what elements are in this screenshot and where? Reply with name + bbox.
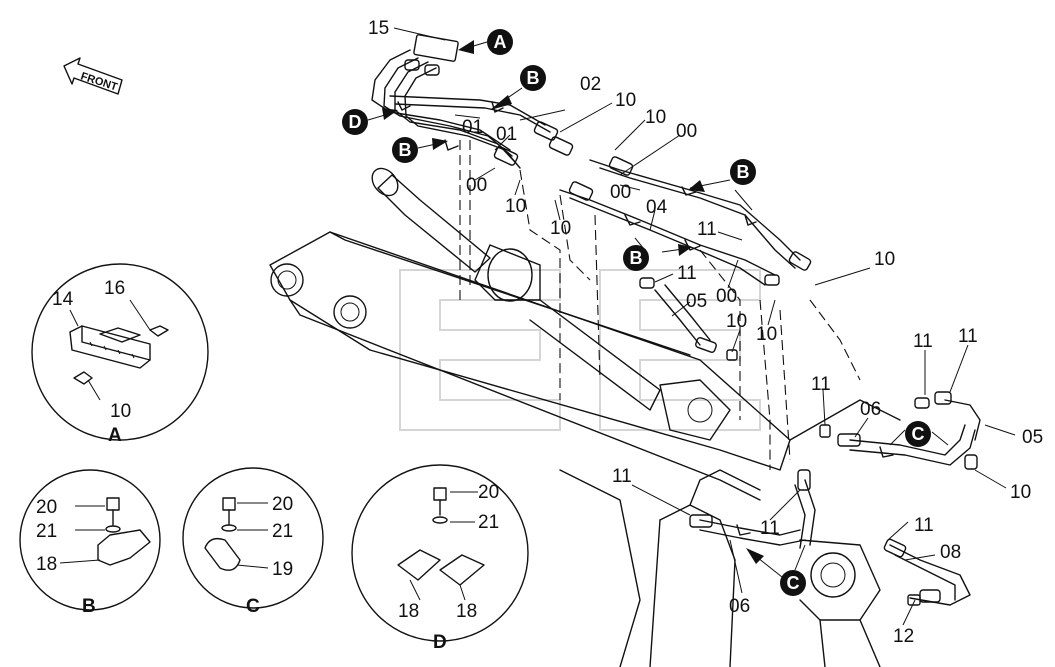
detail-caption: C (246, 596, 260, 617)
ref-letter: A (494, 32, 507, 52)
part-label: 00 (610, 182, 631, 203)
part-label: 19 (272, 559, 293, 580)
part-label: 01 (462, 117, 483, 138)
part-label: 05 (1022, 427, 1043, 448)
hose-bundle (371, 49, 981, 606)
part-label: 14 (52, 289, 74, 310)
dashed-guides (459, 140, 861, 470)
detail-caption: A (108, 425, 122, 446)
ref-marker-B3: B (688, 159, 756, 211)
part-label: 20 (478, 482, 499, 503)
ref-letter: B (737, 162, 750, 182)
part-label: 04 (646, 197, 668, 218)
part-label: 21 (478, 512, 499, 533)
ref-marker-A: A (458, 29, 513, 55)
ref-letter: B (527, 68, 540, 88)
ref-marker-B1: B (490, 65, 546, 110)
part-label: 10 (615, 90, 636, 111)
detail-view-D: 20 21 18 18 D (351, 464, 529, 653)
ref-letter: C (912, 424, 925, 444)
part-label: 11 (913, 331, 933, 352)
front-label: FRONT (79, 70, 119, 93)
hose-fittings (404, 34, 978, 606)
part-label: 21 (272, 521, 293, 542)
part-label: 21 (36, 521, 57, 542)
hose-clamps (397, 101, 894, 536)
part-label: 06 (729, 596, 750, 617)
ref-markers: A B D B B (342, 29, 949, 596)
boom-structure (269, 231, 901, 667)
part-label: 01 (496, 124, 517, 145)
part-label: 06 (860, 399, 881, 420)
ref-marker-B2: B (392, 137, 448, 163)
part-labels: 15 02 10 10 00 01 01 00 10 10 00 04 11 1… (368, 18, 1043, 647)
detail-caption: B (82, 596, 96, 617)
front-arrow-icon: FRONT (63, 57, 123, 95)
part-label: 20 (272, 494, 293, 515)
ref-letter: D (349, 112, 362, 132)
ref-marker-C1: C (889, 421, 949, 447)
part-label: 11 (811, 374, 831, 395)
part-label: 16 (104, 278, 125, 299)
ref-letter: C (787, 573, 800, 593)
part-label: 10 (550, 218, 571, 239)
part-label: 10 (874, 249, 895, 270)
detail-caption: D (433, 632, 447, 653)
part-label: 11 (677, 263, 697, 284)
ref-letter: B (630, 248, 643, 268)
ref-marker-D: D (342, 108, 398, 135)
part-label: 00 (466, 175, 487, 196)
detail-view-A: 14 16 10 A (31, 263, 209, 446)
leader-lines (393, 27, 1016, 626)
part-label: 10 (726, 311, 747, 332)
detail-view-C: 20 21 19 C (182, 467, 324, 617)
ref-marker-C2: C (746, 544, 806, 596)
part-label: 18 (398, 601, 419, 622)
part-label: 11 (760, 518, 780, 539)
boom-cylinder (371, 167, 731, 441)
ref-marker-B4: B (623, 237, 692, 271)
part-label: 11 (697, 219, 717, 240)
part-label: 18 (36, 554, 57, 575)
part-label: 11 (612, 466, 632, 487)
part-label: 05 (686, 291, 707, 312)
part-label: 02 (580, 74, 601, 95)
part-label: 10 (110, 401, 131, 422)
part-label: 10 (645, 107, 666, 128)
part-label: 12 (893, 626, 914, 647)
part-label: 20 (36, 497, 57, 518)
part-label: 10 (1010, 482, 1031, 503)
part-label: 11 (958, 326, 978, 347)
part-label: 10 (756, 324, 777, 345)
part-label: 11 (914, 515, 934, 536)
watermark-shape (399, 269, 561, 431)
part-label: 08 (940, 542, 961, 563)
part-label: 10 (505, 196, 526, 217)
part-label: 18 (456, 601, 477, 622)
detail-view-B: 20 21 18 B (19, 469, 161, 617)
part-label: 00 (716, 286, 737, 307)
part-label: 00 (676, 121, 697, 142)
ref-letter: B (399, 140, 412, 160)
part-label: 15 (368, 18, 389, 39)
